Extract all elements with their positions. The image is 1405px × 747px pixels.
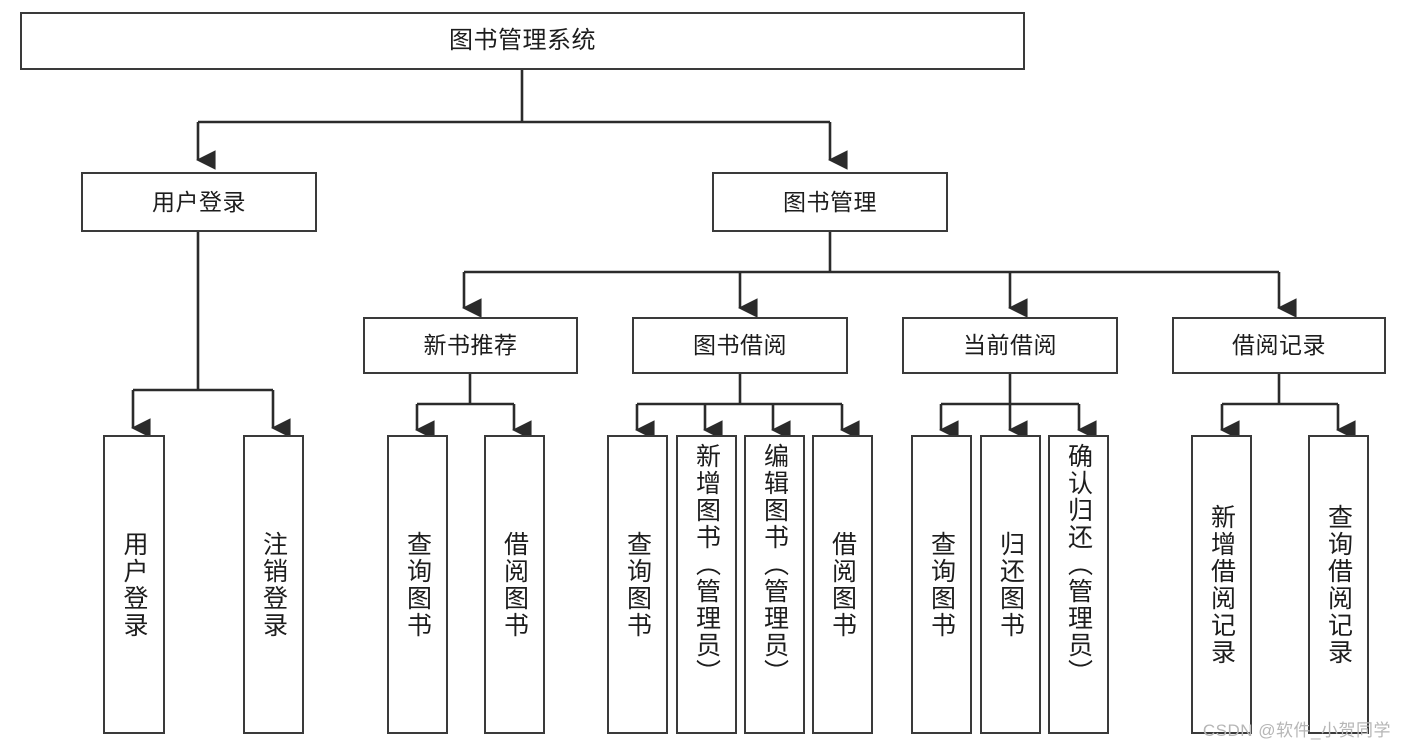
leaf-query-books-borrowing[interactable]: 查询图书: [607, 435, 668, 734]
node-label: 当前借阅: [963, 332, 1057, 359]
leaf-return-books[interactable]: 归还图书: [980, 435, 1041, 734]
leaf-logout[interactable]: 注销登录: [243, 435, 304, 734]
node-root-book-management-system[interactable]: 图书管理系统: [20, 12, 1025, 70]
node-label: 查询借阅记录: [1324, 503, 1353, 666]
node-label: 借阅图书: [500, 530, 529, 639]
leaf-borrow-books-recommendation[interactable]: 借阅图书: [484, 435, 545, 734]
leaf-query-borrowing-record[interactable]: 查询借阅记录: [1308, 435, 1369, 734]
node-new-book-recommendation[interactable]: 新书推荐: [363, 317, 578, 374]
node-label: 确认归还（管理员）: [1064, 443, 1093, 686]
watermark-text: CSDN @软件_小贺同学: [1202, 721, 1391, 740]
node-label: 查询图书: [927, 530, 956, 639]
node-current-borrowing[interactable]: 当前借阅: [902, 317, 1118, 374]
leaf-confirm-return-admin[interactable]: 确认归还（管理员）: [1048, 435, 1109, 734]
node-label: 查询图书: [623, 530, 652, 639]
node-label: 图书借阅: [693, 332, 787, 359]
node-label: 图书管理系统: [449, 27, 596, 55]
node-label: 编辑图书（管理员）: [760, 443, 789, 686]
node-label: 图书管理: [783, 188, 877, 215]
leaf-add-borrowing-record[interactable]: 新增借阅记录: [1191, 435, 1252, 734]
node-book-management[interactable]: 图书管理: [712, 172, 948, 232]
leaf-query-books-recommendation[interactable]: 查询图书: [387, 435, 448, 734]
node-label: 新增借阅记录: [1207, 503, 1236, 666]
node-label: 新增图书（管理员）: [692, 443, 721, 686]
node-label: 新书推荐: [423, 332, 518, 359]
leaf-user-login[interactable]: 用户登录: [103, 435, 165, 734]
node-label: 归还图书: [996, 530, 1025, 639]
node-label: 借阅记录: [1232, 332, 1326, 359]
leaf-borrow-books-borrowing[interactable]: 借阅图书: [812, 435, 873, 734]
leaf-add-book-admin[interactable]: 新增图书（管理员）: [676, 435, 737, 734]
node-book-borrowing[interactable]: 图书借阅: [632, 317, 848, 374]
node-label: 注销登录: [259, 530, 288, 639]
leaf-query-books-current[interactable]: 查询图书: [911, 435, 972, 734]
node-label: 查询图书: [403, 530, 432, 639]
node-label: 用户登录: [120, 530, 148, 639]
node-borrowing-records[interactable]: 借阅记录: [1172, 317, 1386, 374]
leaf-edit-book-admin[interactable]: 编辑图书（管理员）: [744, 435, 805, 734]
node-label: 用户登录: [152, 188, 246, 215]
node-user-login[interactable]: 用户登录: [81, 172, 317, 232]
node-label: 借阅图书: [828, 530, 857, 639]
